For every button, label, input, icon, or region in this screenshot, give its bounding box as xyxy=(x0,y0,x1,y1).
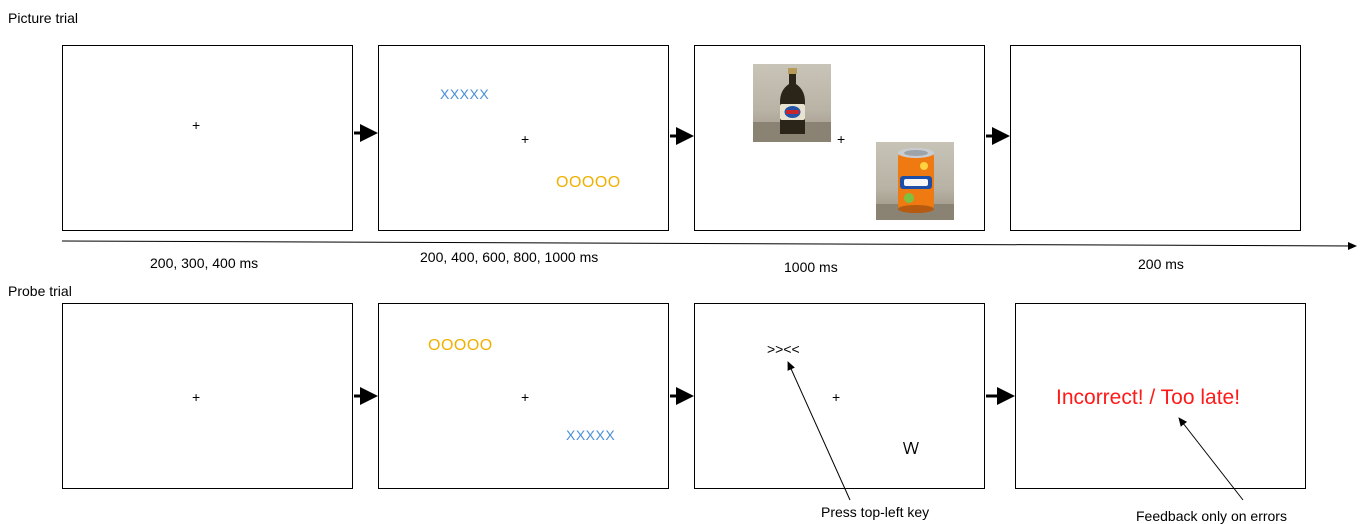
timing-cue: 200, 400, 600, 800, 1000 ms xyxy=(420,249,599,265)
fixation-cross: + xyxy=(192,389,201,405)
beer-bottle-icon xyxy=(753,68,831,142)
fixation-cross: + xyxy=(837,131,846,147)
soda-can-icon xyxy=(876,148,954,220)
instruction-pointer xyxy=(787,361,851,501)
probe-right-symbol: \/\/ xyxy=(903,439,919,458)
o-string-cue: OOOOO xyxy=(428,337,493,354)
fixation-cross: + xyxy=(832,389,841,405)
x-string-cue: XXXXX xyxy=(440,86,490,102)
x-string-cue: XXXXX xyxy=(566,427,616,443)
feedback-note: Feedback only on errors xyxy=(1136,508,1287,524)
probe-left-symbol: >><< xyxy=(767,341,800,357)
probe-target-screen: >><< + \/\/ xyxy=(694,303,985,489)
picture-fixation-screen: + xyxy=(62,45,353,231)
fixation-cross: + xyxy=(192,117,201,133)
probe-fixation-screen: + xyxy=(62,303,353,489)
timing-stimulus: 1000 ms xyxy=(784,259,838,275)
feedback-message: Incorrect! / Too late! xyxy=(1056,386,1241,409)
timing-fixation: 200, 300, 400 ms xyxy=(150,255,259,271)
probe-feedback-screen: Incorrect! / Too late! xyxy=(1015,303,1306,489)
fixation-cross: + xyxy=(521,389,530,405)
fixation-cross: + xyxy=(521,131,530,147)
picture-blank-screen xyxy=(1010,45,1301,231)
fanta-can-photo xyxy=(876,142,954,220)
feedback-pointer xyxy=(1178,417,1244,501)
timeline-arrow xyxy=(61,240,1357,250)
picture-trial-label: Picture trial xyxy=(8,10,79,26)
probe-trial-label: Probe trial xyxy=(8,283,72,299)
o-string-cue: OOOOO xyxy=(556,174,621,191)
picture-cue-screen: XXXXX + OOOOO xyxy=(378,45,669,231)
timing-blank: 200 ms xyxy=(1138,256,1184,272)
beer-bottle-photo xyxy=(753,64,831,142)
picture-stimulus-screen: + xyxy=(694,45,985,231)
probe-instruction-note: Press top-left key xyxy=(821,504,930,520)
probe-cue-screen: OOOOO + XXXXX xyxy=(378,303,669,489)
